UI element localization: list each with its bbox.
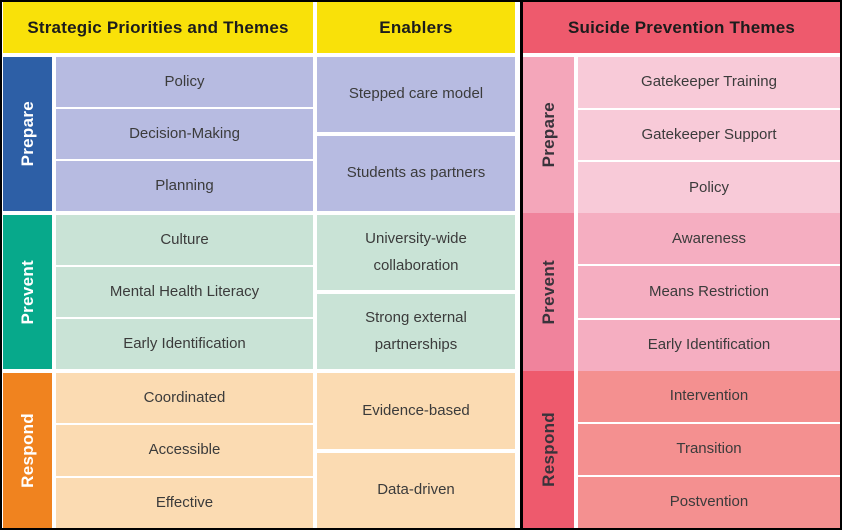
cell-students-as-partners: Students as partners <box>317 136 515 211</box>
strategic-respond-sidebar: Respond <box>3 373 52 528</box>
prevent-label: Prevent <box>17 259 37 325</box>
cell-mental-health-literacy: Mental Health Literacy <box>56 267 313 317</box>
enablers-prevent-section: University-wide collaboration Strong ext… <box>317 215 515 369</box>
enablers-respond-section: Evidence-based Data-driven <box>317 373 515 528</box>
cell-effective: Effective <box>56 477 313 528</box>
cell-intervention: Intervention <box>578 371 840 422</box>
cell-planning: Planning <box>56 161 313 211</box>
cell-policy-sp: Policy <box>578 162 840 214</box>
strategic-prepare-cells: Policy Decision-Making Planning <box>56 57 313 211</box>
cell-early-identification: Early Identification <box>56 319 313 369</box>
cell-data-driven: Data-driven <box>317 452 515 528</box>
cell-means-restriction: Means Restriction <box>578 266 840 318</box>
suicide-prevention-respond-cells: Intervention Transition Postvention <box>578 371 840 528</box>
suicide-prevention-prevent-sidebar: Prevent <box>523 213 574 371</box>
cell-stepped-care-model: Stepped care model <box>317 57 515 132</box>
suicide-prevention-respond-sidebar: Respond <box>523 371 574 528</box>
suicide-prevention-prepare-cells: Gatekeeper Training Gatekeeper Support P… <box>578 57 840 214</box>
cell-gatekeeper-training: Gatekeeper Training <box>578 57 840 108</box>
respond-label: Respond <box>538 412 558 487</box>
strategic-prepare-section: Prepare Policy Decision-Making Planning <box>3 57 313 211</box>
column-divider-line <box>520 2 523 528</box>
prepare-label: Prepare <box>538 102 558 168</box>
column-suicide-prevention: Suicide Prevention Themes Prepare Gateke… <box>523 2 840 528</box>
suicide-prevention-prevent-cells: Awareness Means Restriction Early Identi… <box>578 213 840 371</box>
cell-awareness: Awareness <box>578 213 840 265</box>
cell-gatekeeper-support: Gatekeeper Support <box>578 109 840 161</box>
cell-early-identification-sp: Early Identification <box>578 319 840 371</box>
cell-decision-making: Decision-Making <box>56 109 313 159</box>
cell-transition: Transition <box>578 424 840 475</box>
cell-accessible: Accessible <box>56 425 313 476</box>
strategic-respond-section: Respond Coordinated Accessible Effective <box>3 373 313 528</box>
prepare-label: Prepare <box>17 101 37 167</box>
cell-postvention: Postvention <box>578 477 840 528</box>
suicide-prevention-prevent-section: Prevent Awareness Means Restriction Earl… <box>523 213 840 371</box>
strategic-respond-cells: Coordinated Accessible Effective <box>56 373 313 528</box>
enablers-prepare-section: Stepped care model Students as partners <box>317 57 515 211</box>
strategic-prevent-cells: Culture Mental Health Literacy Early Ide… <box>56 215 313 369</box>
cell-strong-external-partnerships: Strong external partnerships <box>317 294 515 369</box>
strategic-priorities-header: Strategic Priorities and Themes <box>3 2 313 53</box>
cell-evidence-based: Evidence-based <box>317 373 515 449</box>
suicide-prevention-header: Suicide Prevention Themes <box>523 2 840 53</box>
cell-culture: Culture <box>56 215 313 265</box>
suicide-prevention-prepare-sidebar: Prepare <box>523 57 574 213</box>
strategic-prepare-sidebar: Prepare <box>3 57 52 211</box>
column-enablers: Enablers Stepped care model Students as … <box>317 2 515 528</box>
suicide-prevention-prepare-section: Prepare Gatekeeper Training Gatekeeper S… <box>523 57 840 214</box>
cell-coordinated: Coordinated <box>56 373 313 424</box>
prevent-label: Prevent <box>538 259 558 325</box>
cell-policy: Policy <box>56 57 313 107</box>
strategic-prevent-sidebar: Prevent <box>3 215 52 369</box>
enablers-header: Enablers <box>317 2 515 53</box>
respond-label: Respond <box>17 413 37 488</box>
cell-university-wide-collaboration: University-wide collaboration <box>317 215 515 290</box>
strategic-prevent-section: Prevent Culture Mental Health Literacy E… <box>3 215 313 369</box>
column-strategic-priorities: Strategic Priorities and Themes Prepare … <box>3 2 313 528</box>
suicide-prevention-respond-section: Respond Intervention Transition Postvent… <box>523 371 840 528</box>
